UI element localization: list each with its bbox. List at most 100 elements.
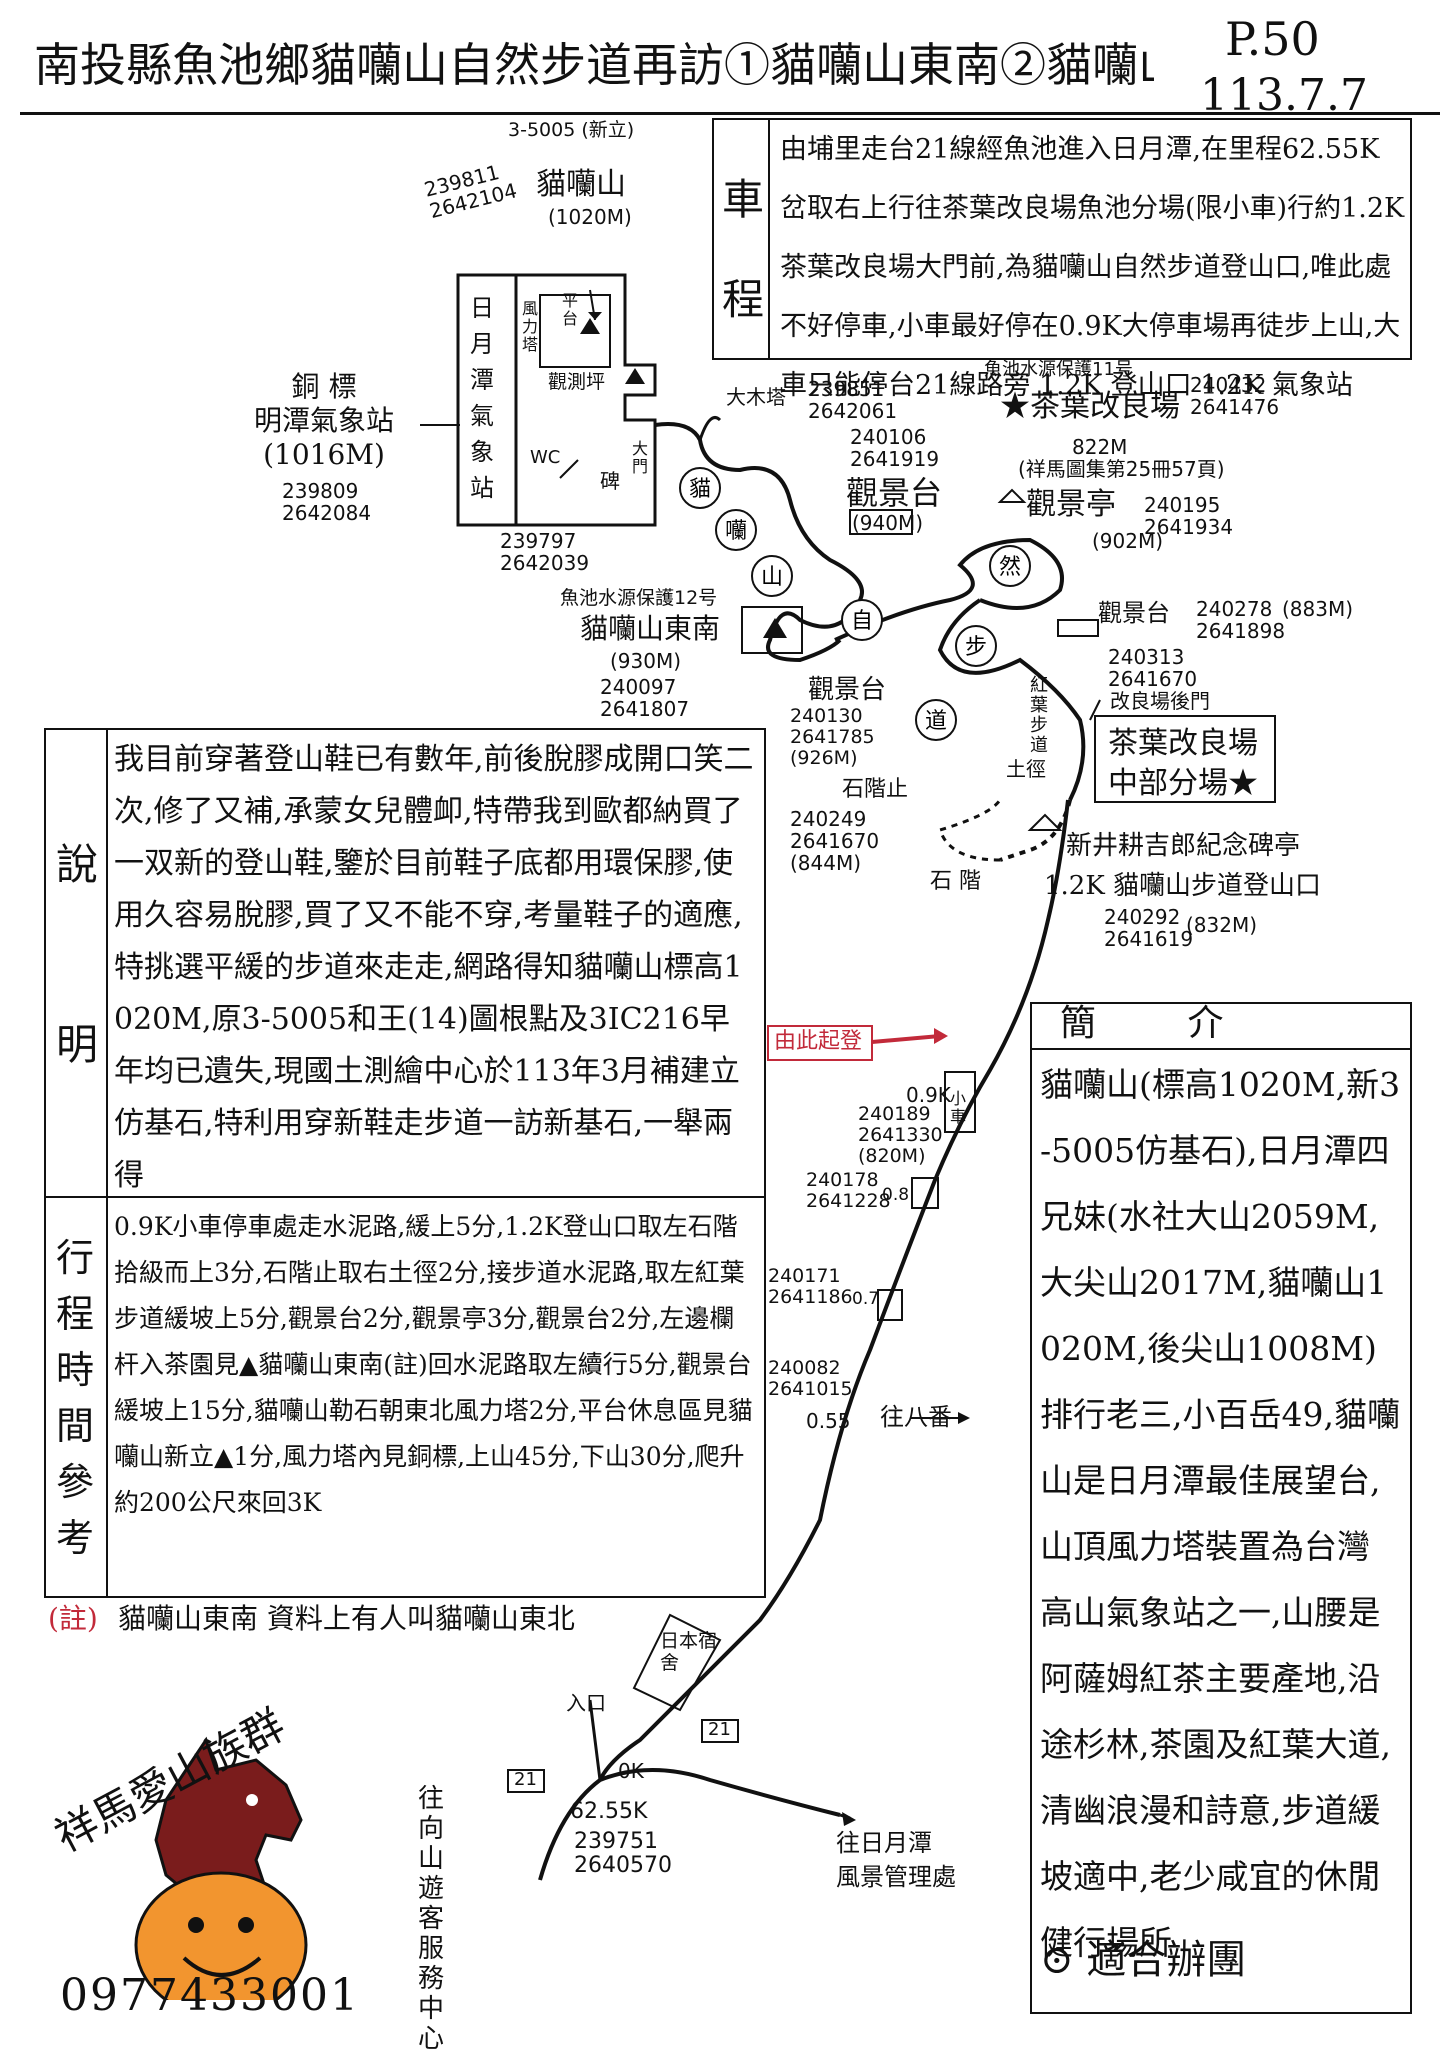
pavilion-elev: (902M) — [1092, 529, 1164, 553]
trailhead-coord: 240292 2641619 — [1104, 905, 1194, 951]
viewpoint3-elev: (883M) — [1282, 597, 1354, 621]
header-underline — [20, 112, 1440, 115]
parking-box-07 — [877, 1289, 903, 1321]
trail-char-circle — [989, 545, 1031, 587]
viewpoint-940-box — [849, 509, 913, 535]
tea-code: 魚池水源保護11号 — [984, 359, 1133, 380]
station-fence — [516, 273, 657, 527]
p09-small: 小車 — [950, 1089, 967, 1126]
entrance-label: 入口 — [566, 1691, 606, 1715]
pavilion-icon — [997, 488, 1027, 503]
tea-name: ★茶葉改良場 — [1000, 389, 1180, 424]
bigwood-coord: 239851 2642061 — [808, 377, 898, 423]
station-stele: 碑 — [600, 469, 620, 493]
to-sunmoon: 往日月潭 風景管理處 — [836, 1829, 956, 1891]
parking-box-08 — [911, 1177, 939, 1209]
summit-code: 3-5005 (新立) — [508, 119, 635, 141]
start-here-label: 由此起登 — [774, 1029, 863, 1054]
jp-house-outline — [632, 1613, 722, 1712]
wc-coord: 239797 2642039 — [500, 529, 590, 575]
trail-char-circle — [955, 625, 997, 667]
p055-km: 0.55 — [806, 1409, 851, 1433]
viewpoint2-coord: 240130 2641785 (926M) — [790, 705, 875, 769]
trail-char: 然 — [999, 555, 1021, 580]
road-to-trailhead — [598, 799, 1070, 1781]
stair-coord: 240249 2641670 (844M) — [790, 807, 880, 875]
viewpoint3-coord: 240278 2641898 — [1196, 597, 1286, 643]
intro-text: 貓囒山(標高1020M,新3-5005仿基石),日月潭四兄妹(水社大山2059M… — [1040, 1065, 1401, 1962]
route-label: 車 程 — [722, 175, 765, 324]
trail-char: 自 — [851, 609, 873, 634]
highway-21 — [538, 1768, 841, 1881]
intro-title-divider — [1030, 1048, 1412, 1050]
stairs-label: 石 階 — [930, 869, 981, 894]
station-inner-observation: 觀測坪 — [548, 371, 606, 393]
page-number: P.50 — [1225, 12, 1320, 66]
trail-char-circle — [679, 467, 721, 509]
club-phone: 0977433001 — [60, 1970, 360, 2021]
copper-coord: 239809 2642084 — [282, 479, 372, 525]
viewpoint1-coord: 240106 2641919 — [850, 425, 940, 471]
redleaf-label: 紅葉步道 — [1030, 675, 1048, 756]
memorial-pavilion-icon — [1027, 813, 1063, 831]
p08-coord: 240178 2641228 — [806, 1169, 891, 1212]
tea-station-box — [1094, 715, 1276, 803]
se-peak-triangle-icon — [763, 618, 787, 638]
route21-shield-east — [701, 1719, 739, 1743]
station-outline — [456, 273, 518, 527]
start-box — [767, 1025, 873, 1061]
viewpoint-883-box — [1057, 619, 1099, 637]
horse-pumpkin-logo-icon — [134, 1736, 308, 2019]
trail-char: 囒 — [725, 519, 747, 544]
itinerary-label: 行 程 時 間 參 考 — [56, 1236, 95, 1560]
trail-char-circle — [715, 509, 757, 551]
viewpoint1-name: 觀景台 — [846, 474, 943, 512]
p08-km: 0.8 — [882, 1185, 910, 1205]
tea-coord: 240432 2641476 — [1190, 373, 1280, 419]
bigwood-label: 大木塔 — [726, 385, 786, 409]
route-box-divider — [768, 118, 770, 360]
arrow-to-baqiu-icon — [958, 1412, 970, 1424]
viewpoint3-name: 觀景台 — [1098, 599, 1170, 627]
station-wc: WC — [530, 447, 561, 468]
trail-stairs-dotted — [999, 799, 1072, 862]
trail-name-circles: 貓囒山自然步道 — [679, 467, 1031, 741]
description-divider-v — [106, 728, 108, 1598]
summit-elev: (1020M) — [548, 205, 632, 229]
route-text: 由埔里走台21線經魚池進入日月潭,在里程62.55K岔取右上行往茶葉改良場魚池分… — [780, 134, 1405, 401]
summit-name: 貓囒山 — [536, 167, 626, 202]
entrance-road — [588, 1699, 602, 1781]
se-coord: 240097 2641807 — [600, 675, 690, 721]
station-name: 日月潭氣象站 — [470, 294, 494, 502]
se-code: 魚池水源保護12号 — [560, 587, 718, 609]
station-inner-tower: 風力塔 — [522, 299, 539, 354]
tea-elev: 822M — [1072, 435, 1128, 459]
route21-west: 21 — [514, 1769, 537, 1790]
itinerary-text: 0.9K小車停車處走水泥路,緩上5分,1.2K登山口取左石階拾級而上3分,石階止… — [114, 1212, 753, 1517]
trailhead-label: 1.2K 貓囒山步道登山口 — [1044, 871, 1322, 901]
tea2-name: 茶葉改良場 中部分場★ — [1108, 726, 1258, 801]
p07-km: 0.7 — [852, 1289, 880, 1309]
club-logo — [56, 1700, 356, 2019]
wind-tower-box — [539, 294, 611, 368]
page-title: 南投縣魚池鄉貓囒山自然步道再訪①貓囒山東南②貓囒山 基石巡禮 — [34, 40, 1154, 91]
se-peak-box — [741, 606, 803, 654]
summit-triangle-icon — [580, 318, 600, 334]
to-xiangshan: 往向山遊客服務中心 — [418, 1784, 445, 2054]
to-baqiu: 往八番 — [880, 1403, 952, 1431]
trail-char-circle — [915, 699, 957, 741]
p09-km: 0.9K — [906, 1083, 951, 1107]
jp-house-label: 日本宿舍 — [660, 1630, 718, 1674]
trail-char-circle — [751, 555, 793, 597]
start-arrow — [871, 1034, 941, 1044]
route21-shield-west — [507, 1769, 545, 1793]
route-box — [712, 118, 1412, 360]
viewpoint1-elev: (940M) — [852, 511, 924, 535]
pavilion-name: 觀景亭 — [1026, 487, 1116, 522]
zero-k-label: 0K — [618, 1759, 644, 1783]
footnote-mark: (註) — [48, 1602, 98, 1635]
trail-char: 步 — [965, 635, 987, 660]
trail-char-circle — [841, 599, 883, 641]
p07-coord: 240171 2641186 — [768, 1265, 853, 1308]
